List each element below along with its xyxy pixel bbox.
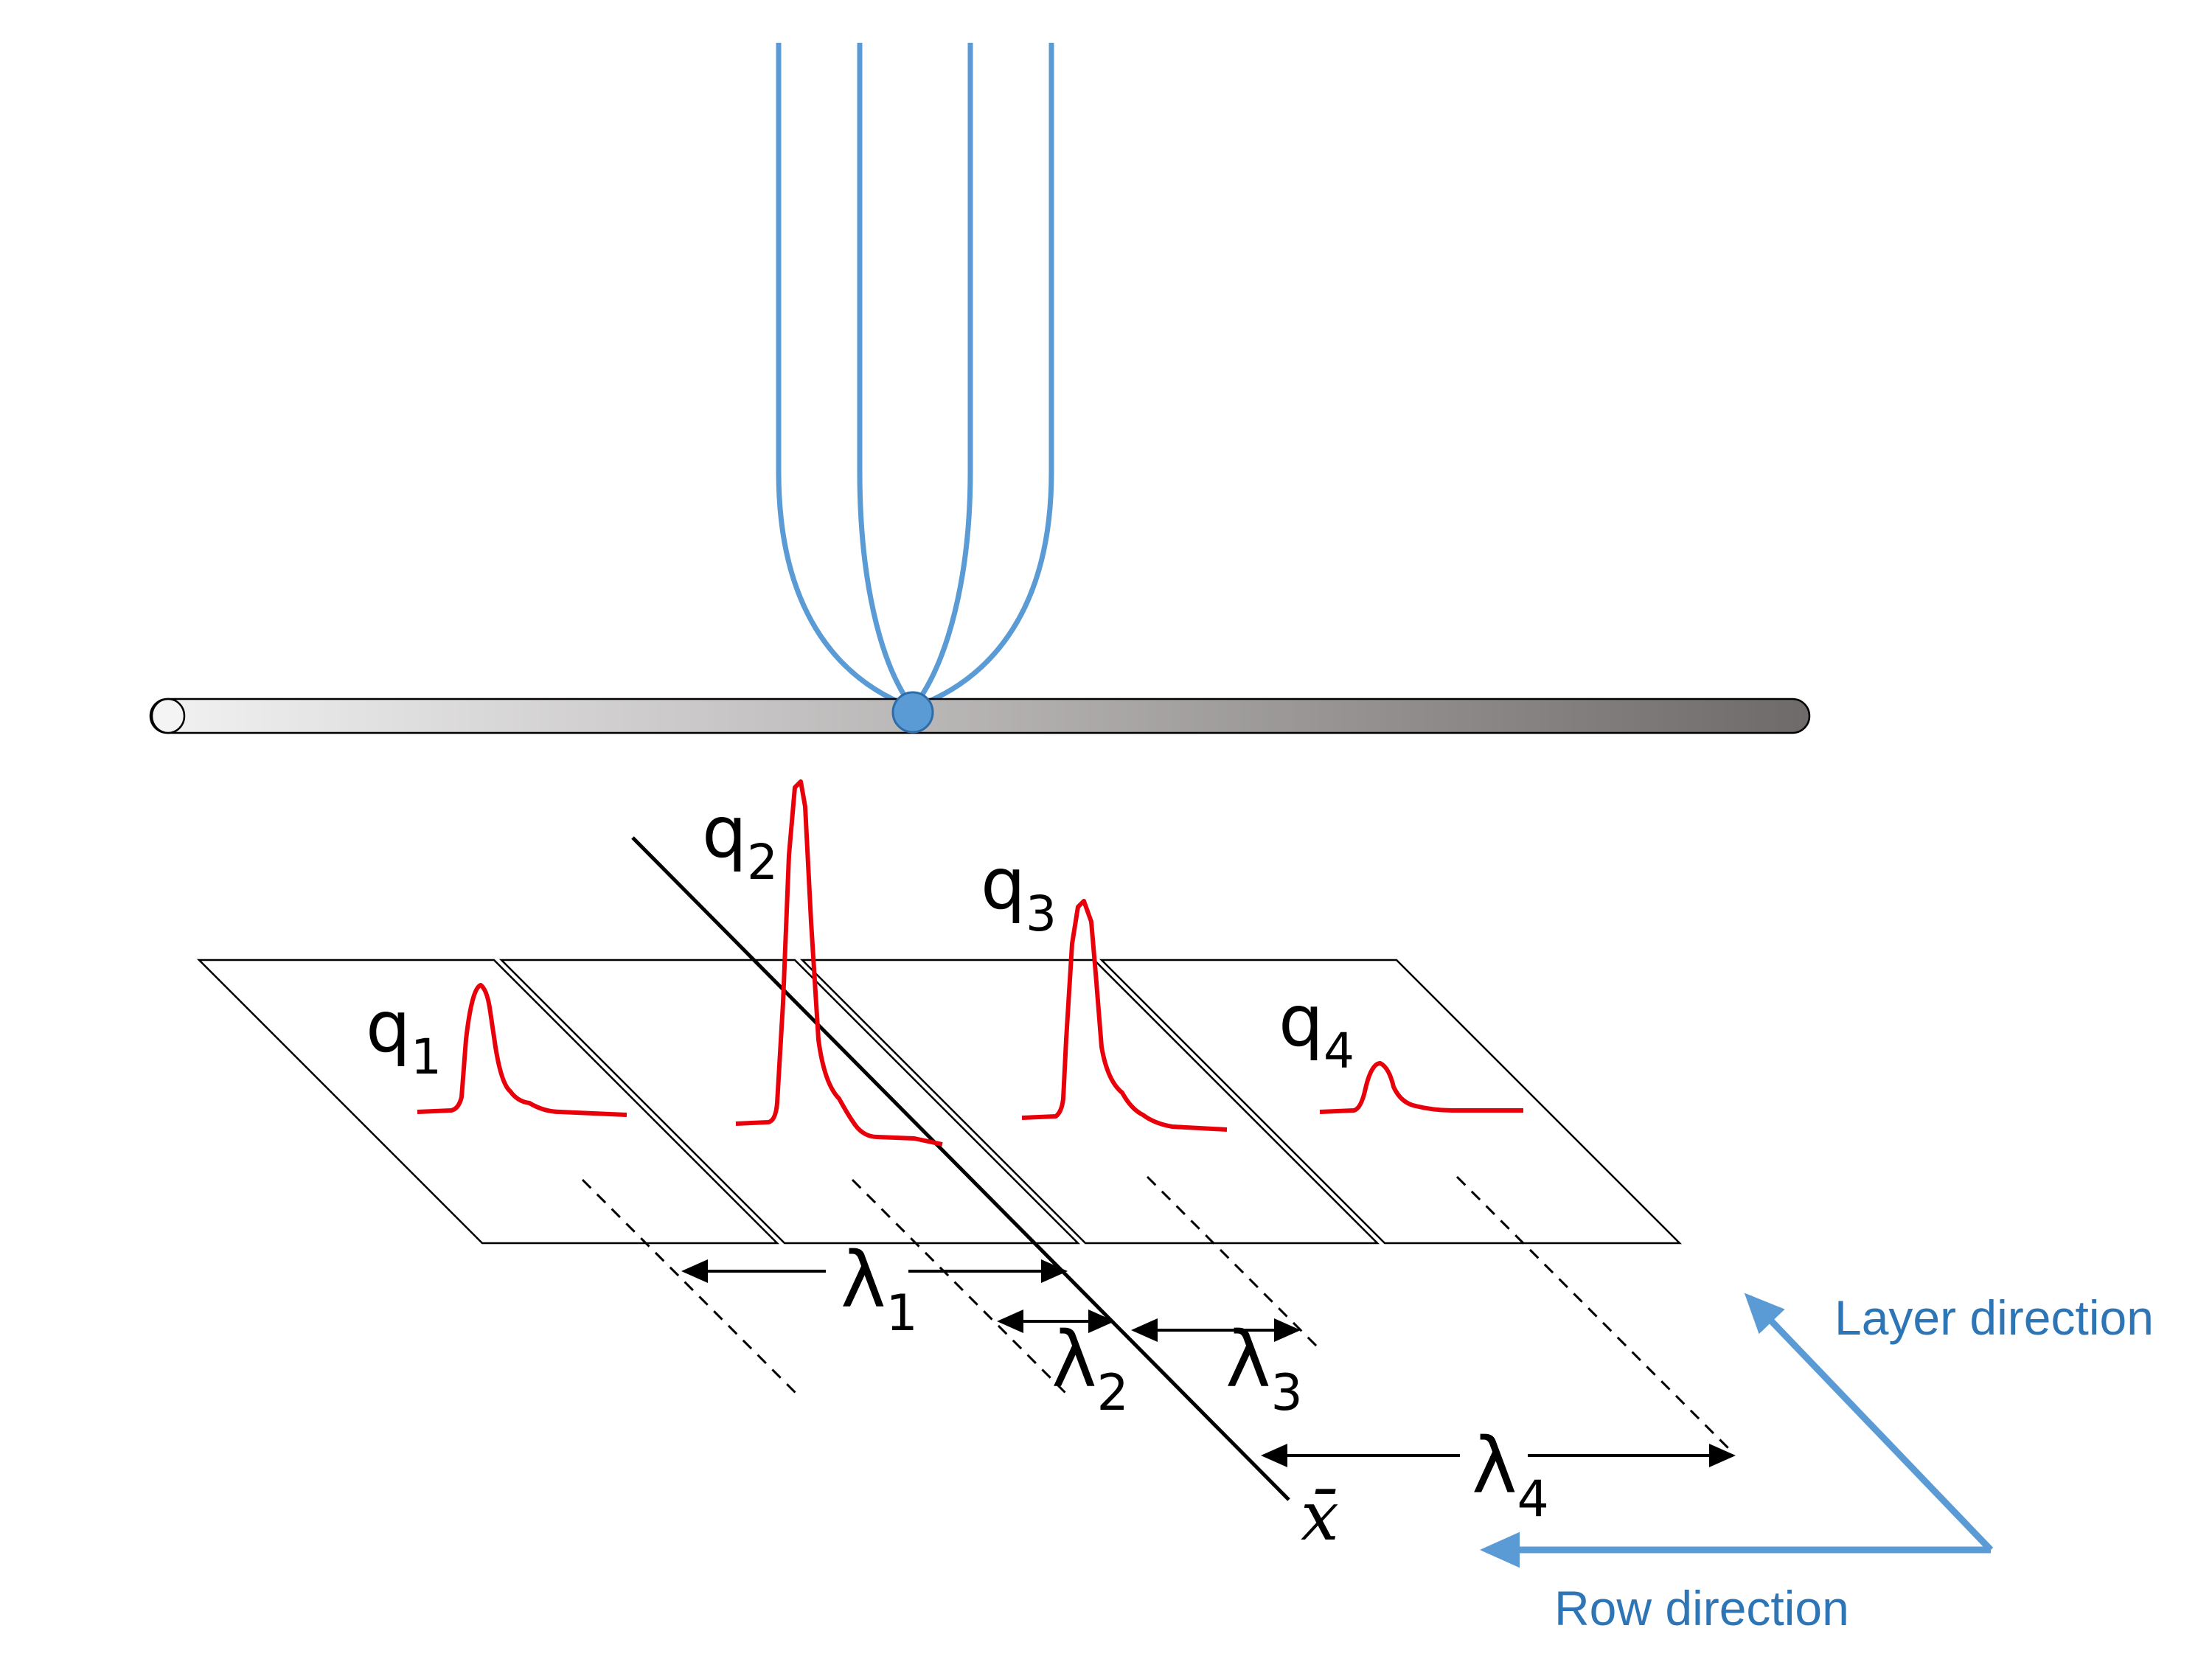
rod-body — [149, 698, 1811, 734]
label-q1-sub: 1 — [411, 1029, 442, 1085]
label-q4-sub: 4 — [1324, 1023, 1354, 1079]
heat-source-lines — [776, 43, 1054, 711]
layer-plane-3 — [799, 959, 1380, 1245]
layer-direction-label: Layer direction — [1834, 1290, 2154, 1345]
label-lambda1: λ1 — [841, 1235, 918, 1343]
layer-planes — [196, 959, 1683, 1245]
label-lambda2: λ2 — [1051, 1315, 1129, 1422]
label-lambda3-sub: 3 — [1271, 1364, 1303, 1422]
heat-source-point — [891, 691, 934, 734]
dashed-lines — [581, 1175, 1733, 1453]
profile-q2 — [735, 779, 943, 1147]
label-lambda2-sub: 2 — [1097, 1364, 1129, 1422]
heat-line-inner-right — [911, 43, 973, 710]
layer-plane-1 — [196, 959, 780, 1245]
heat-line-outer-left — [776, 43, 914, 711]
direction-indicator — [1480, 1293, 1994, 1568]
rod — [149, 698, 1811, 734]
profile-q4 — [1319, 1061, 1523, 1114]
label-lambda4-sub: 4 — [1517, 1470, 1549, 1528]
dashed-line-2 — [851, 1178, 1068, 1395]
xbar-line — [631, 836, 1290, 1501]
layer-direction-arrow — [1744, 1293, 1994, 1553]
heat-line-outer-right — [911, 43, 1054, 711]
layer-plane-4 — [1099, 959, 1683, 1245]
label-q3-sub: 3 — [1026, 886, 1057, 942]
dashed-line-1 — [581, 1178, 798, 1395]
profile-q3 — [1021, 899, 1228, 1132]
dimension-arrows — [681, 1259, 1736, 1467]
label-q3: q3 — [981, 843, 1057, 942]
heat-line-inner-left — [857, 43, 915, 710]
row-direction-label: Row direction — [1554, 1581, 1849, 1635]
label-q4: q4 — [1279, 980, 1354, 1079]
label-lambda3: λ3 — [1225, 1315, 1303, 1422]
label-xbar: x̄ — [1301, 1477, 1339, 1556]
profile-q1 — [417, 983, 627, 1117]
dashed-line-4 — [1455, 1175, 1733, 1453]
label-q1: q1 — [366, 986, 442, 1085]
rod-end-cap — [150, 698, 186, 734]
layer-plane-2 — [498, 959, 1081, 1245]
temperature-profiles — [417, 779, 1523, 1147]
label-q2: q2 — [702, 791, 778, 891]
label-lambda1-sub: 1 — [886, 1284, 918, 1343]
label-q2-sub: 2 — [747, 834, 778, 891]
label-lambda4: λ4 — [1472, 1421, 1549, 1528]
